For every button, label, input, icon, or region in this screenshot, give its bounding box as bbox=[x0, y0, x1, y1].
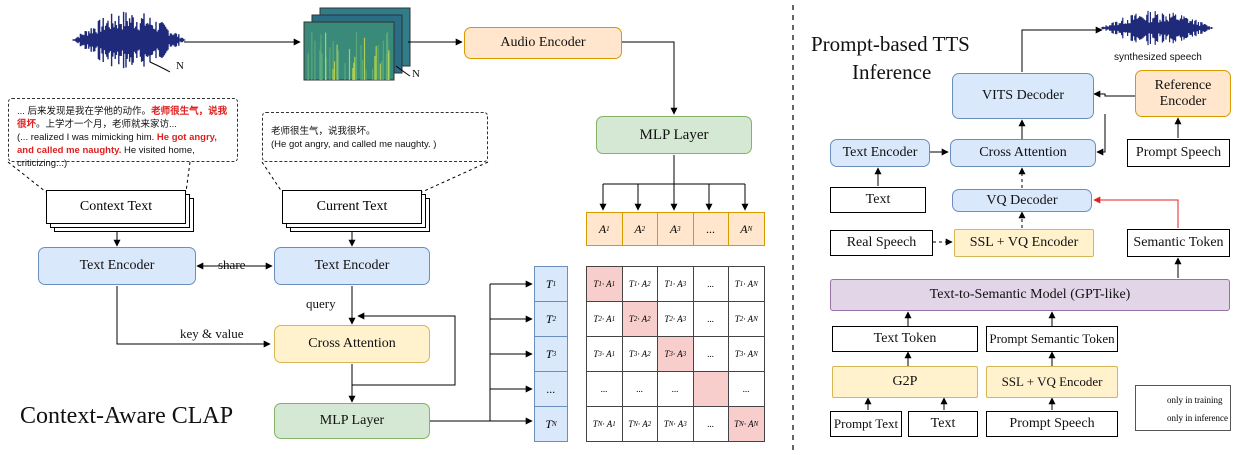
context-cn-post: 。上学才一个月，老师就来家访... bbox=[36, 119, 177, 130]
n-label-spectrogram: N bbox=[412, 68, 420, 80]
similarity-cell: ... bbox=[692, 266, 729, 302]
text-encoder-left-box: Text Encoder bbox=[38, 247, 196, 285]
vits-decoder-box: VITS Decoder bbox=[952, 73, 1094, 119]
legend-training-label: only in training bbox=[1167, 395, 1223, 405]
real-speech-box: Real Speech bbox=[830, 230, 933, 256]
current-text-box: Current Text bbox=[282, 190, 422, 224]
context-en-pre: (... realized I was mimicking him. bbox=[17, 132, 157, 143]
similarity-cell: ... bbox=[728, 371, 765, 407]
text-to-semantic-model-box: Text-to-Semantic Model (GPT-like) bbox=[830, 279, 1230, 311]
ssl-vq-encoder-top-box: SSL + VQ Encoder bbox=[954, 229, 1094, 257]
synthesized-speech-label: synthesized speech bbox=[1114, 52, 1202, 63]
mlp-layer-text-box: MLP Layer bbox=[274, 403, 430, 439]
context-cn-red: 老师很生气，说我很坏 bbox=[17, 106, 228, 130]
context-cn-pre: ... 后来发现是我在学他的动作。 bbox=[17, 106, 152, 117]
text-input-top-box: Text bbox=[830, 187, 926, 213]
cross-attention-tts-box: Cross Attention bbox=[950, 139, 1096, 167]
text-embedding-cell: ... bbox=[534, 371, 568, 407]
ssl-vq-encoder-bottom-box: SSL + VQ Encoder bbox=[986, 366, 1118, 398]
current-cn: 老师很生气，说我很坏。 bbox=[271, 126, 376, 137]
synthesized-waveform bbox=[1100, 10, 1214, 46]
input-waveform bbox=[72, 11, 186, 73]
context-text-bubble: ... 后来发现是我在学他的动作。老师很生气，说我很坏。上学才一个月，老师就来家… bbox=[8, 98, 238, 169]
prompt-speech-top-box: Prompt Speech bbox=[1127, 139, 1230, 167]
similarity-cell: ... bbox=[692, 336, 729, 372]
text-encoder-tts-box: Text Encoder bbox=[830, 139, 930, 167]
context-text-box: Context Text bbox=[46, 190, 186, 224]
legend: only in training only in inference bbox=[1135, 385, 1231, 431]
tts-title-line1: Prompt-based TTS bbox=[811, 32, 970, 56]
tts-title-line2: Inference bbox=[852, 60, 932, 84]
similarity-cell: ... bbox=[657, 371, 694, 407]
context-aware-clap-title: Context-Aware CLAP bbox=[20, 403, 234, 429]
audio-encoder-box: Audio Encoder bbox=[464, 27, 622, 59]
semantic-token-box: Semantic Token bbox=[1127, 229, 1230, 257]
current-en: (He got angry, and called me naughty. ) bbox=[271, 139, 437, 150]
reference-encoder-box: Reference Encoder bbox=[1135, 70, 1231, 117]
text-token-box: Text Token bbox=[832, 326, 978, 352]
n-label-audio: N bbox=[176, 60, 184, 72]
context-en-post: He visited home, criticizing...) bbox=[17, 145, 195, 169]
context-en-red: He got angry, and called me naughty. bbox=[17, 132, 217, 156]
g2p-box: G2P bbox=[832, 366, 978, 398]
prompt-speech-bottom-box: Prompt Speech bbox=[986, 411, 1118, 437]
query-label: query bbox=[306, 296, 336, 311]
similarity-cell: ... bbox=[586, 371, 623, 407]
share-label: share bbox=[218, 257, 246, 272]
legend-inference-label: only in inference bbox=[1167, 413, 1228, 423]
prompt-semantic-token-box: Prompt Semantic Token bbox=[986, 326, 1118, 352]
text-encoder-right-box: Text Encoder bbox=[274, 247, 430, 285]
current-text-bubble: 老师很生气，说我很坏。 (He got angry, and called me… bbox=[262, 112, 488, 162]
key-value-label: key & value bbox=[180, 326, 244, 341]
similarity-cell: ... bbox=[621, 371, 658, 407]
spectrogram-stack-icon bbox=[303, 7, 411, 81]
prompt-text-box: Prompt Text bbox=[830, 411, 902, 437]
vq-decoder-box: VQ Decoder bbox=[952, 189, 1092, 212]
text-input-bottom-box: Text bbox=[908, 411, 978, 437]
similarity-cell bbox=[692, 371, 729, 407]
similarity-cell: ... bbox=[692, 301, 729, 337]
mlp-layer-audio-box: MLP Layer bbox=[596, 116, 752, 154]
similarity-cell: ... bbox=[692, 406, 729, 442]
audio-embedding-cell: ... bbox=[692, 212, 729, 246]
cross-attention-left-box: Cross Attention bbox=[274, 325, 430, 363]
